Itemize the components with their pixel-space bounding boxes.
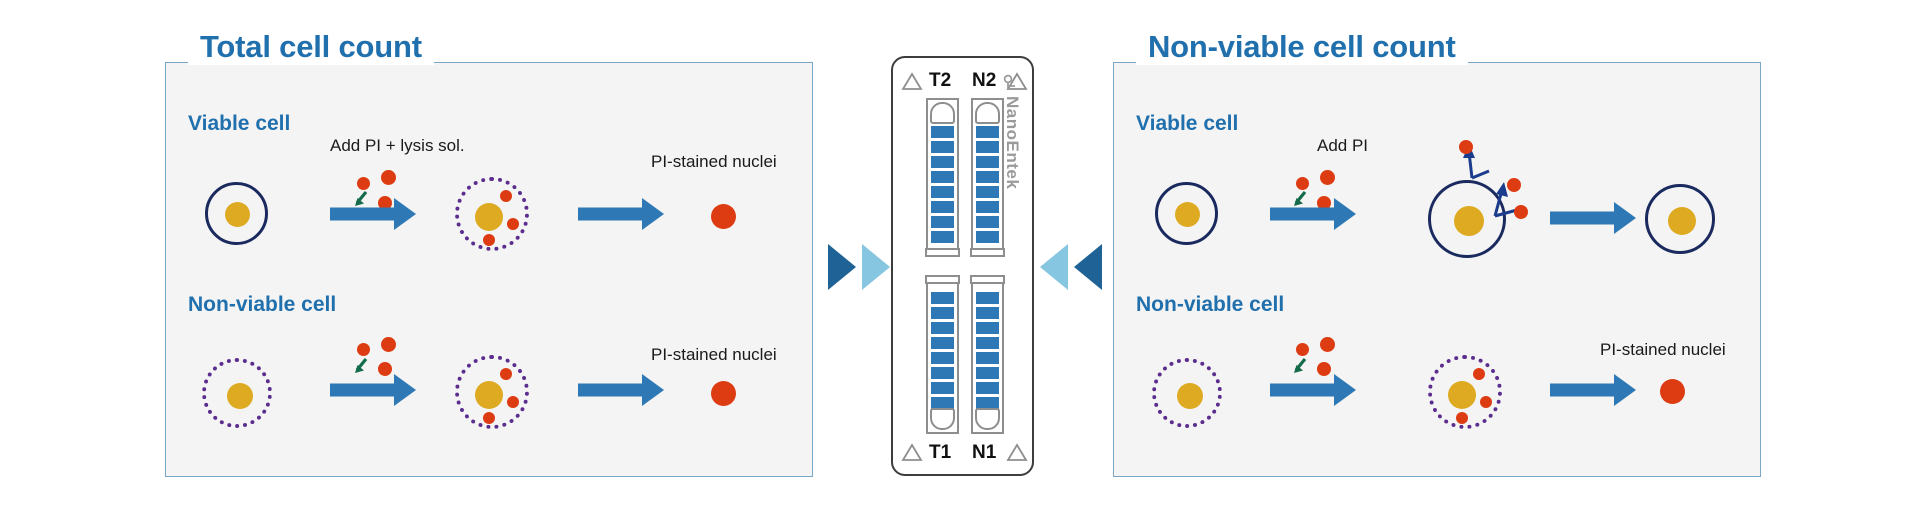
cell-viable-intact <box>1155 182 1218 245</box>
left-row-viable-result-label: PI-stained nuclei <box>651 152 777 171</box>
cell-nonviable-stained <box>1428 355 1502 429</box>
left-row-nonviable-result-label: PI-stained nuclei <box>651 345 777 364</box>
flow-triangle-left-inner <box>862 244 890 290</box>
right-row-viable-reagent-label: Add PI <box>1317 136 1369 155</box>
pi-entry-arrow-icon <box>1294 190 1307 206</box>
pi-dye-dot <box>1317 362 1331 376</box>
pi-dye-dot <box>357 177 370 190</box>
cell-viable-intact <box>205 182 268 245</box>
pi-dye-dot <box>1507 178 1521 192</box>
pi-dye-dot <box>483 234 495 246</box>
pi-dye-dot <box>378 196 392 210</box>
nucleus <box>1175 202 1200 227</box>
pi-dye-dot <box>1317 196 1331 210</box>
left-row-nonviable-label: Non-viable cell <box>188 293 337 316</box>
pi-dye-dot <box>1296 177 1309 190</box>
pi-dye-dot <box>1320 170 1335 185</box>
right-row-nonviable-label: Non-viable cell <box>1136 293 1285 316</box>
pi-stained-nucleus <box>711 381 736 406</box>
cell-nonviable-lysed <box>455 355 529 429</box>
nucleus <box>1668 207 1696 235</box>
nucleus <box>227 383 253 409</box>
cell-viable-lysed <box>455 177 529 251</box>
pi-dye-dot <box>507 218 519 230</box>
pi-dye-dot <box>1514 205 1528 219</box>
chamber-label-n1: N1 <box>972 442 997 463</box>
alignment-triangle-icon <box>901 72 923 90</box>
flow-triangle-right-inner <box>1040 244 1068 290</box>
pi-dye-dot <box>500 368 512 380</box>
flow-triangle-left-outer <box>828 244 856 290</box>
nucleus <box>225 202 250 227</box>
pi-dye-dot <box>357 343 370 356</box>
nucleus <box>1177 383 1203 409</box>
cell-viable-unstained-result <box>1645 184 1715 254</box>
cell-nonviable-start <box>202 358 272 428</box>
pi-dye-dot <box>381 170 396 185</box>
alignment-triangle-icon <box>1006 443 1028 461</box>
nucleus <box>1454 206 1484 236</box>
chamber-label-t2: T2 <box>929 70 952 91</box>
chamber-lane-n1 <box>970 275 1005 434</box>
nucleus <box>475 381 503 409</box>
pi-dye-dot <box>1320 337 1335 352</box>
pi-dye-dot <box>1296 343 1309 356</box>
nucleus <box>1448 381 1476 409</box>
pi-stained-nucleus <box>1660 379 1685 404</box>
chamber-lane-n2 <box>970 98 1005 257</box>
right-row-viable-label: Viable cell <box>1136 112 1239 135</box>
flow-triangle-right-outer <box>1074 244 1102 290</box>
pi-entry-arrow-icon <box>355 190 368 206</box>
pi-dye-dot <box>1456 412 1468 424</box>
pi-dye-dot <box>483 412 495 424</box>
pi-dye-dot <box>500 190 512 202</box>
pi-stained-nucleus <box>711 204 736 229</box>
pi-dye-dot <box>381 337 396 352</box>
pi-entry-arrow-icon <box>1294 357 1307 373</box>
pi-dye-dot <box>378 362 392 376</box>
pi-dye-dot <box>1480 396 1492 408</box>
nanoentek-logo-icon <box>1003 74 1015 89</box>
cell-nonviable-start <box>1152 358 1222 428</box>
panel-title-total-cell-count: Total cell count <box>188 29 434 65</box>
cell-viable-pi-excluded <box>1428 180 1506 258</box>
alignment-triangle-icon <box>1006 72 1028 90</box>
counting-slide-cartridge[interactable]: T2 N2 T1 N1 <box>891 56 1034 476</box>
brand-name: NanoEntek <box>1003 96 1022 190</box>
pi-dye-dot <box>507 396 519 408</box>
panel-title-non-viable-cell-count: Non-viable cell count <box>1136 29 1468 65</box>
right-row-nonviable-result-label: PI-stained nuclei <box>1600 340 1726 359</box>
chamber-lane-t2 <box>925 98 960 257</box>
left-row-viable-label: Viable cell <box>188 112 291 135</box>
pi-entry-arrow-icon <box>355 357 368 373</box>
pi-dye-dot <box>1473 368 1485 380</box>
left-row-viable-reagent-label: Add PI + lysis sol. <box>330 136 465 155</box>
chamber-label-n2: N2 <box>972 70 997 91</box>
chamber-label-t1: T1 <box>929 442 952 463</box>
pi-dye-dot <box>1459 140 1473 154</box>
nucleus <box>475 203 503 231</box>
chamber-lane-t1 <box>925 275 960 434</box>
alignment-triangle-icon <box>901 443 923 461</box>
